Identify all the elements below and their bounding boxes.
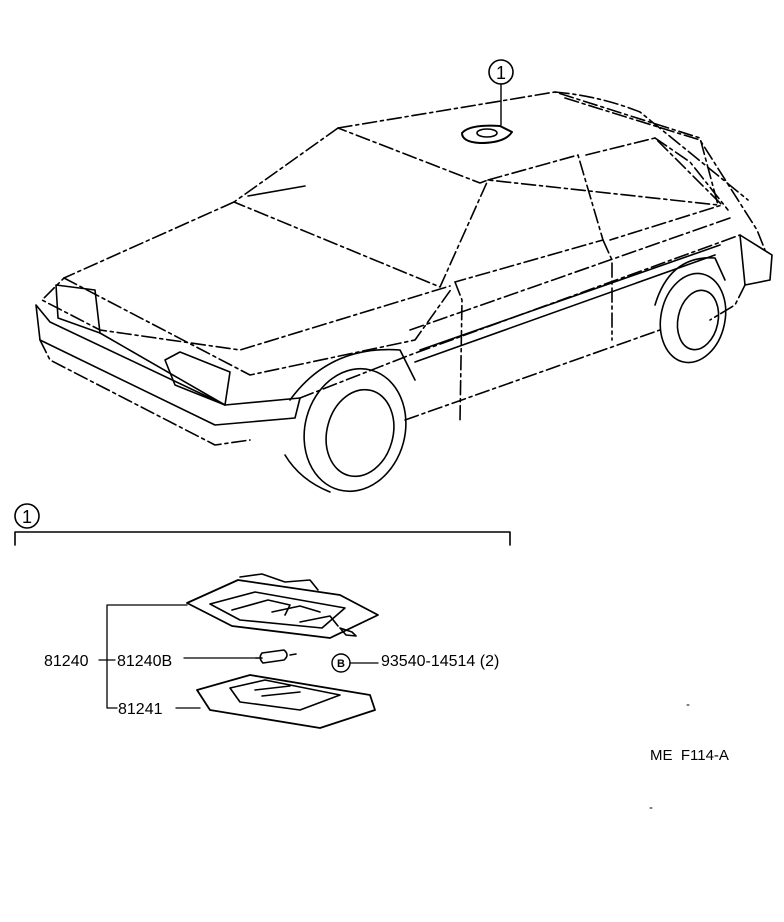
- lamp-housing: [186, 573, 379, 639]
- bulb: [255, 649, 297, 664]
- screw-callout-letter: B: [337, 658, 345, 670]
- roof-callout: [488, 59, 514, 126]
- diagram-code: ME F114-A: [650, 747, 729, 764]
- group-callout-number: 1: [22, 507, 32, 527]
- part-number-bulb: 81240B: [117, 653, 172, 670]
- roof-callout-number: 1: [496, 63, 506, 83]
- stray-marks: [649, 704, 690, 809]
- part-number-assembly: 81240: [44, 653, 89, 670]
- screw-callout: [331, 653, 351, 673]
- part-number-lens: 81241: [118, 701, 163, 718]
- part-number-screw: 93540-14514 (2): [381, 653, 499, 670]
- leader-lines: [98, 604, 379, 709]
- group-bracket: [14, 503, 511, 546]
- car-illustration: [35, 91, 773, 493]
- lens: [196, 674, 376, 729]
